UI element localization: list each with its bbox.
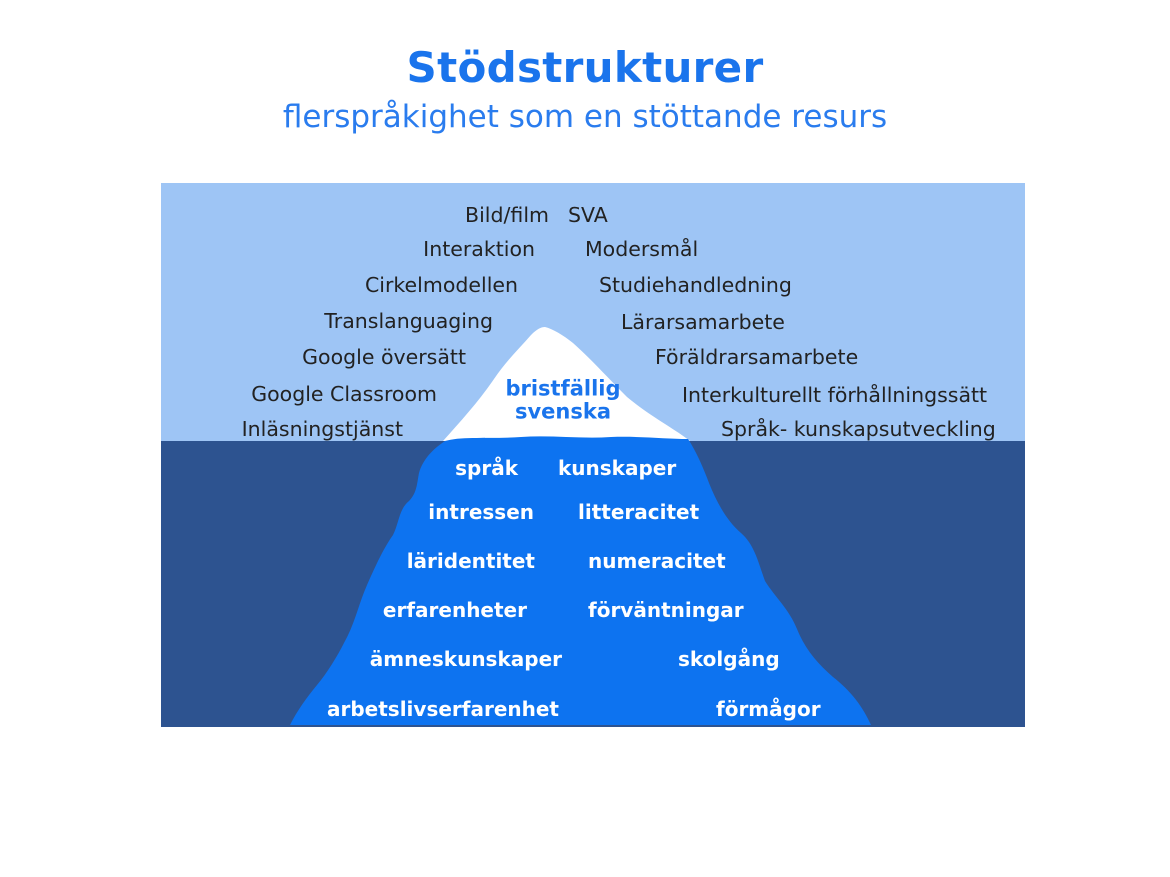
- support-label: Inläsningstjänst: [241, 416, 403, 441]
- support-label: Google Classroom: [251, 381, 437, 406]
- iceberg-underwater-shape: [290, 436, 871, 725]
- support-label: Bild/film: [465, 202, 549, 227]
- resource-label: förmågor: [716, 697, 821, 721]
- iceberg-illustration: [161, 183, 1025, 727]
- resource-label: intressen: [428, 500, 534, 524]
- support-label: Studiehandledning: [599, 272, 792, 297]
- support-label: Språk- kunskapsutveckling: [721, 416, 996, 441]
- resource-label: ämneskunskaper: [369, 647, 562, 671]
- support-label: Lärarsamarbete: [621, 309, 785, 334]
- resource-label: skolgång: [678, 647, 780, 671]
- tip-label-line2: svenska: [514, 399, 612, 424]
- resource-label: förväntningar: [588, 598, 744, 622]
- diagram-title: Stödstrukturer: [406, 43, 764, 92]
- support-label: Translanguaging: [324, 308, 493, 333]
- resource-label: numeracitet: [588, 549, 726, 573]
- iceberg-scene: bristfällig svenska Bild/film Interaktio…: [161, 183, 1025, 727]
- support-label: Föräldrarsamarbete: [655, 344, 859, 369]
- resource-label: kunskaper: [558, 456, 677, 480]
- support-label: Google översätt: [302, 344, 466, 369]
- resource-label: arbetslivserfarenhet: [326, 697, 559, 721]
- support-label: Interkulturellt förhållningssätt: [682, 382, 988, 407]
- support-label: Interaktion: [423, 236, 535, 261]
- support-label: SVA: [568, 202, 608, 227]
- tip-label-line1: bristfällig: [505, 376, 621, 401]
- support-label: Cirkelmodellen: [364, 272, 518, 297]
- resource-label: erfarenheter: [382, 598, 527, 622]
- support-label: Modersmål: [585, 236, 699, 261]
- resource-label: läridentitet: [406, 549, 535, 573]
- diagram-subtitle: flerspråkighet som en stöttande resurs: [282, 99, 888, 135]
- resource-label: litteracitet: [578, 500, 700, 524]
- resource-label: språk: [455, 456, 518, 480]
- iceberg-tip-shape: [443, 327, 690, 441]
